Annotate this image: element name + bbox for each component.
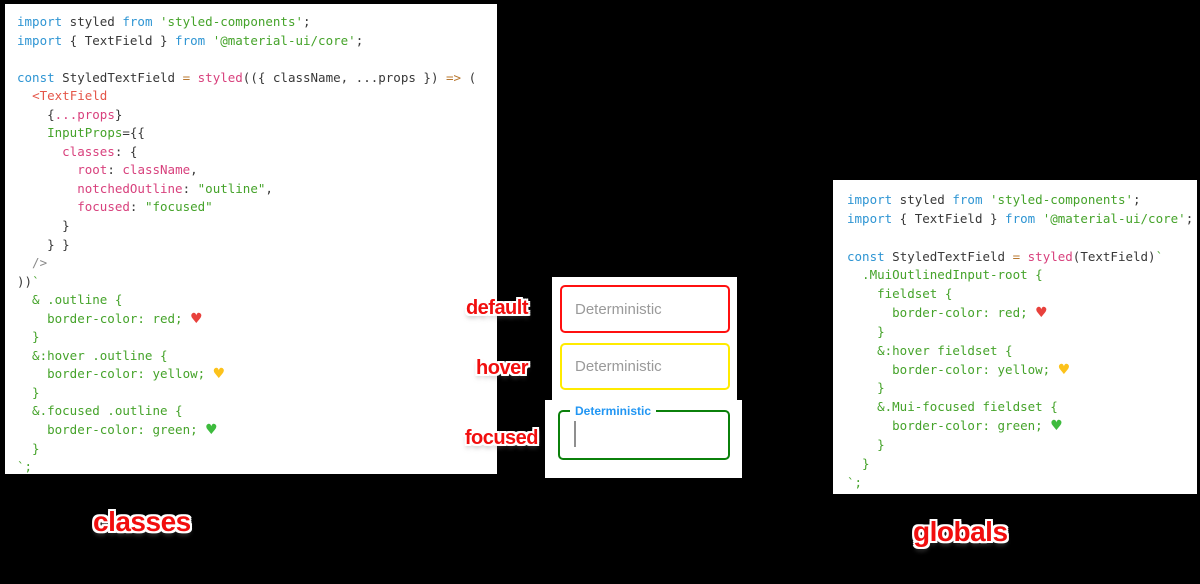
caption-globals: globals — [913, 516, 1008, 547]
classes-code: import styled from 'styled-components';i… — [17, 14, 477, 474]
globals-code: import styled from 'styled-components';i… — [847, 192, 1194, 490]
textfield-hover[interactable]: Deterministic — [560, 343, 730, 390]
label-hover: hover — [476, 357, 528, 379]
caption-classes: classes — [93, 506, 191, 537]
textfield-hover-placeholder: Deterministic — [575, 358, 662, 375]
label-default: default — [465, 297, 529, 319]
textfield-focused[interactable]: Deterministic — [558, 403, 730, 460]
globals-code-panel: import styled from 'styled-components';i… — [833, 180, 1197, 494]
textfield-focused-label: Deterministic — [570, 403, 657, 419]
textfield-default-placeholder: Deterministic — [575, 300, 662, 318]
classes-code-panel: import styled from 'styled-components';i… — [5, 4, 497, 474]
textfield-default[interactable]: Deterministic — [560, 285, 730, 333]
text-cursor — [574, 421, 576, 447]
label-focused: focused — [464, 427, 539, 449]
